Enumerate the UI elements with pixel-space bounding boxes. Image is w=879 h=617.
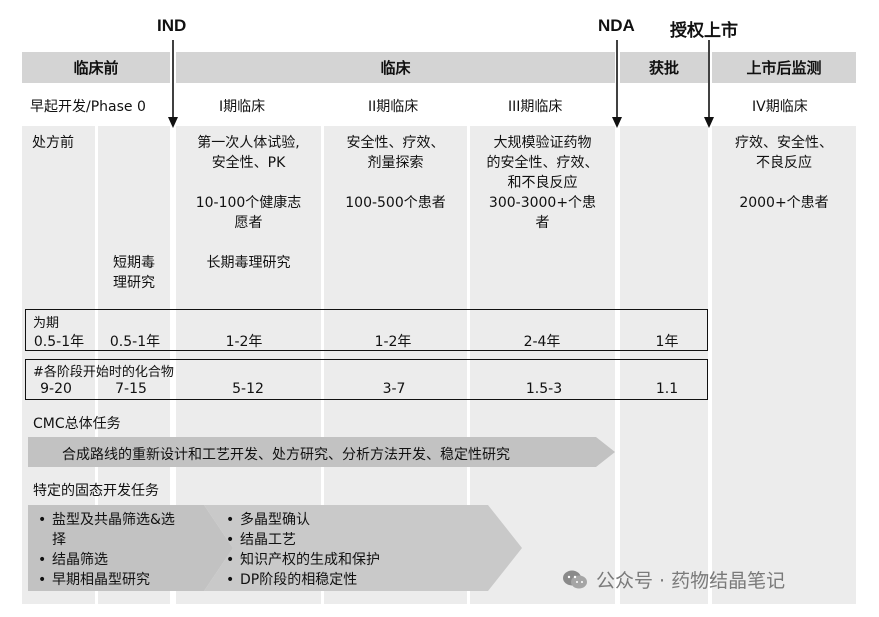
- milestone-ind: IND: [157, 16, 187, 35]
- milestone-approval-market: 授权上市: [670, 21, 738, 40]
- column-text-line: 安全性、疗效、: [346, 135, 445, 151]
- header-clinical: 临床: [176, 52, 615, 83]
- duration-value: 1-2年: [225, 334, 263, 350]
- column-text-line: 的安全性、疗效、: [486, 155, 599, 171]
- column-text-line: 10-100个健康志: [195, 195, 302, 211]
- column-text-line: 愿者: [234, 215, 263, 231]
- column-text-line: 不良反应: [756, 155, 812, 171]
- phase-3-text: 大规模验证药物的安全性、疗效、和不良反应 300-3000+个患者: [470, 133, 615, 233]
- cmc-arrow: [28, 437, 615, 467]
- compounds-value: 9-20: [40, 381, 72, 397]
- short-tox-text: 短期毒理研究: [98, 253, 170, 293]
- header-approval: 获批: [620, 52, 708, 83]
- header-preclinical: 临床前: [22, 52, 170, 83]
- compounds-value: 3-7: [382, 381, 406, 397]
- list-item: 早期相晶型研究: [38, 570, 188, 590]
- market-arrowhead: [704, 117, 714, 128]
- ind-arrowhead: [168, 117, 178, 128]
- phase-1: I期临床: [219, 99, 266, 115]
- column-text-line: 100-500个患者: [345, 195, 446, 211]
- phase-2: II期临床: [368, 99, 419, 115]
- milestone-nda: NDA: [598, 16, 635, 35]
- column-text-line: 安全性、PK: [211, 155, 286, 171]
- list-item: 多晶型确认: [226, 510, 466, 530]
- list-item: 结晶筛选: [38, 550, 188, 570]
- cmc-arrow-text: 合成路线的重新设计和工艺开发、处方研究、分析方法开发、稳定性研究: [62, 447, 510, 463]
- watermark: 公众号 · 药物结晶笔记: [562, 566, 785, 593]
- duration-value: 2-4年: [523, 334, 561, 350]
- duration-value: 0.5-1年: [33, 334, 85, 350]
- list-item: 结晶工艺: [226, 530, 466, 550]
- compounds-value: 1.1: [655, 381, 679, 397]
- column-text-line: 2000+个患者: [739, 195, 829, 211]
- nda-arrowhead: [612, 117, 622, 128]
- cmc-title: CMC总体任务: [33, 416, 121, 432]
- solid-state-right-list: 多晶型确认结晶工艺知识产权的生成和保护DP阶段的相稳定性: [226, 510, 466, 590]
- column-text-line: 长期毒理研究: [206, 255, 291, 271]
- column-text-line: 第一次人体试验,: [197, 135, 300, 151]
- phase-early: 早起开发/Phase 0: [30, 99, 146, 115]
- duration-value: 1-2年: [374, 334, 412, 350]
- duration-value: 0.5-1年: [109, 334, 161, 350]
- duration-box: [25, 309, 708, 351]
- list-item: 知识产权的生成和保护: [226, 550, 466, 570]
- phase-3: III期临床: [508, 99, 563, 115]
- list-item: 盐型及共晶筛选&选择: [38, 510, 188, 550]
- column-text-line: 剂量探索: [367, 155, 424, 171]
- phase-1-text: 第一次人体试验, 安全性、PK 10-100个健康志愿者 长期毒理研究: [176, 133, 321, 273]
- header-post-market: 上市后监测: [712, 52, 856, 83]
- solid-state-title: 特定的固态开发任务: [33, 483, 159, 499]
- list-item: DP阶段的相稳定性: [226, 570, 466, 590]
- phase-4: IV期临床: [752, 99, 808, 115]
- column-text-line: 理研究: [113, 275, 155, 291]
- column-approval: [620, 126, 708, 604]
- column-phase-4: [712, 126, 856, 604]
- compounds-value: 1.5-3: [525, 381, 563, 397]
- compounds-label: #各阶段开始时的化合物: [33, 365, 174, 380]
- column-text-line: 疗效、安全性、: [735, 135, 833, 151]
- wechat-icon: [563, 570, 587, 588]
- watermark-text: 公众号 · 药物结晶笔记: [596, 570, 786, 592]
- compounds-value: 7-15: [115, 381, 147, 397]
- phase-2-text: 安全性、疗效、剂量探索 100-500个患者: [324, 133, 467, 213]
- duration-label: 为期: [33, 316, 60, 331]
- column-text-line: 300-3000+个患: [488, 195, 597, 211]
- column-text-line: 短期毒: [113, 255, 155, 271]
- phase-4-text: 疗效、安全性、不良反应 2000+个患者: [712, 133, 856, 213]
- compounds-value: 5-12: [232, 381, 264, 397]
- column-text-line: 和不良反应: [507, 175, 578, 191]
- column-text-line: 大规模验证药物: [493, 135, 592, 151]
- column-text-line: 者: [535, 215, 550, 231]
- solid-state-left-list: 盐型及共晶筛选&选择结晶筛选早期相晶型研究: [38, 510, 188, 590]
- compounds-box: [25, 359, 708, 400]
- formulation-text: 处方前: [32, 135, 74, 151]
- duration-value: 1年: [655, 334, 679, 350]
